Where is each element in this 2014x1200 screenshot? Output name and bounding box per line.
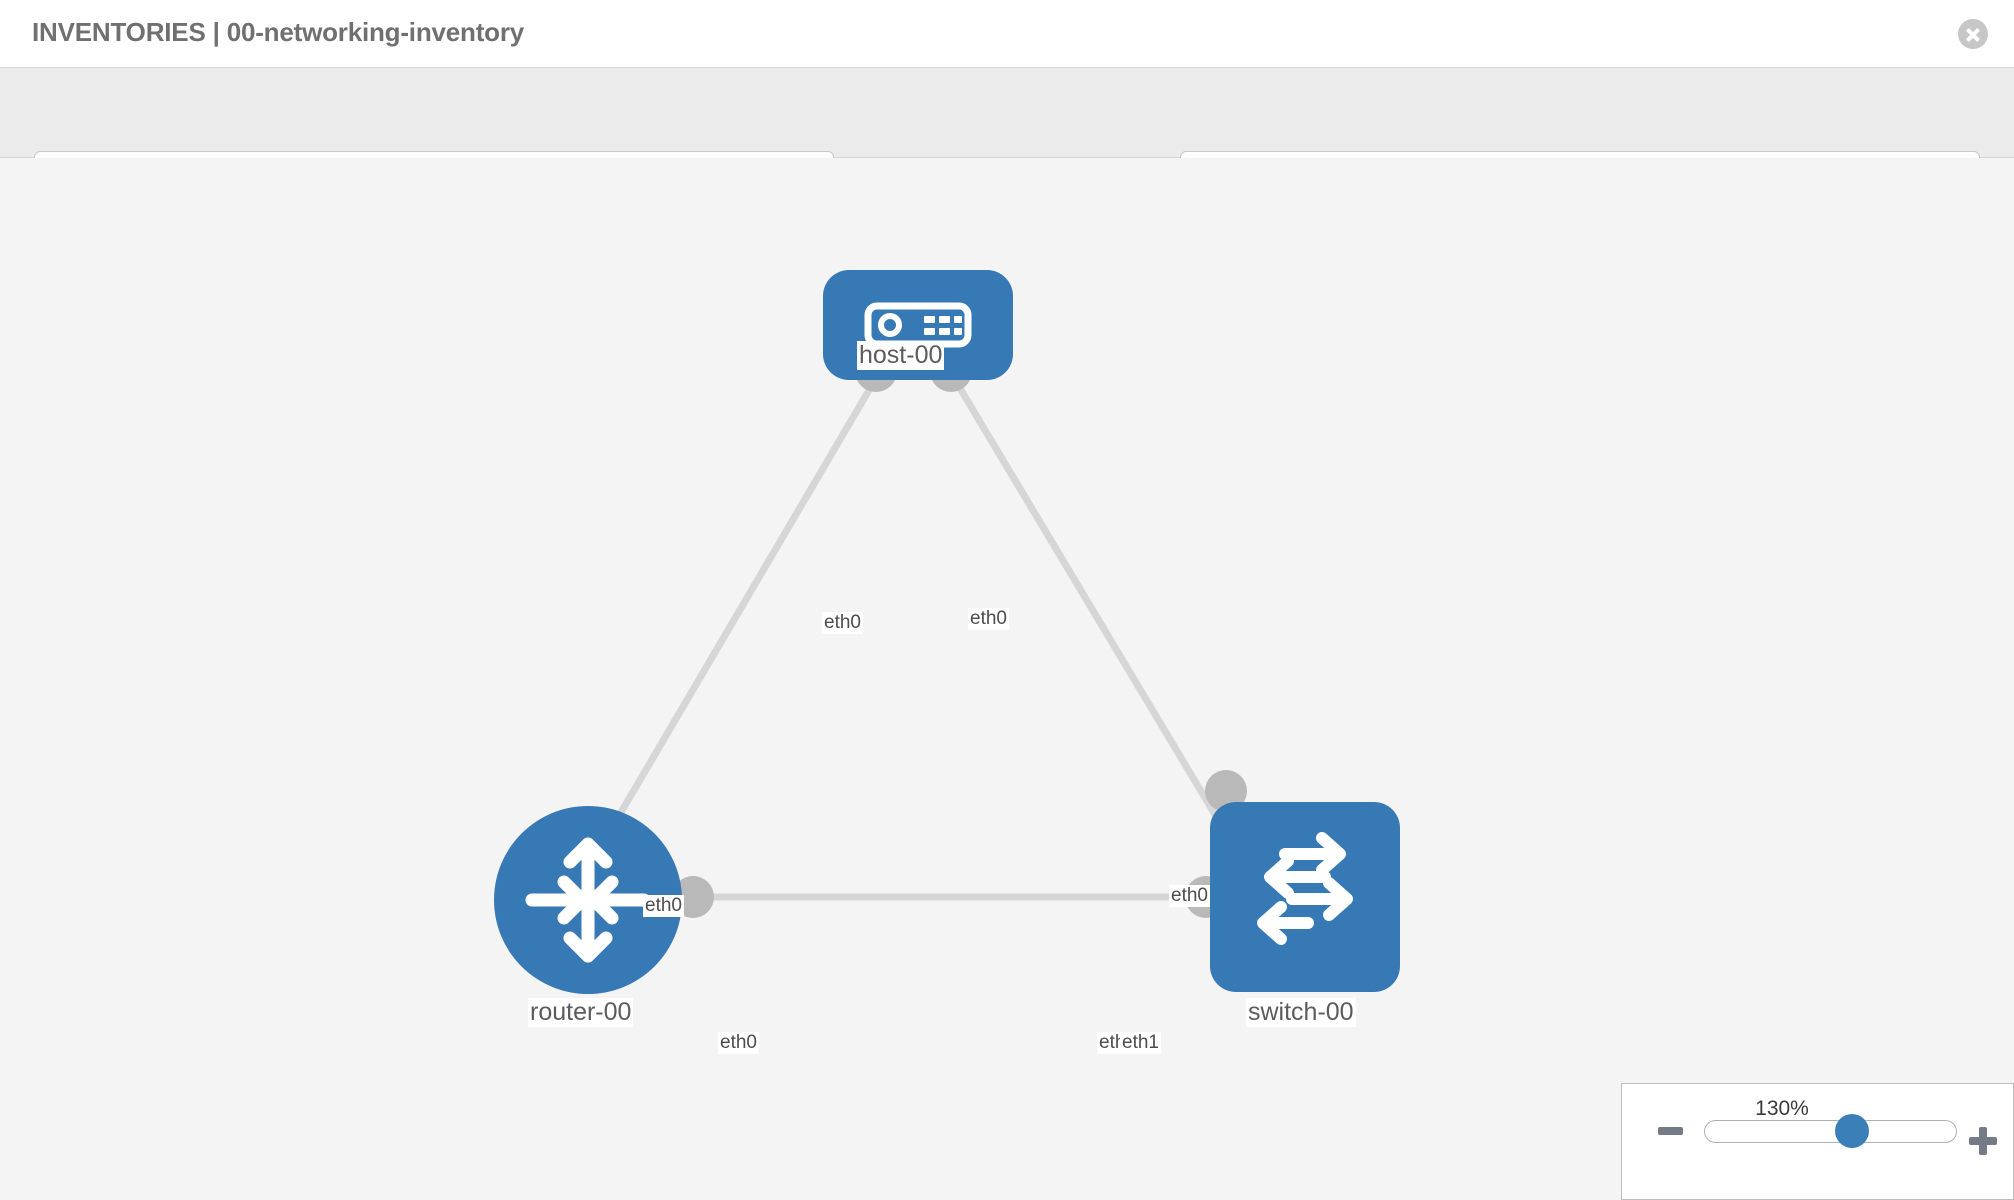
node-host-00-label: host-00 xyxy=(857,341,945,370)
zoom-slider-thumb[interactable] xyxy=(1835,1114,1869,1148)
zoom-level-value: 130% xyxy=(1755,1097,1809,1120)
iface-label-switch-up: eth0 xyxy=(1169,885,1210,907)
node-router-00-label: router-00 xyxy=(528,998,634,1027)
zoom-control: 130% xyxy=(1621,1083,2014,1200)
iface-label-switch-eth1: eth1 xyxy=(1120,1032,1161,1054)
link-host-switch xyxy=(951,378,1239,850)
page-title: INVENTORIES | 00-networking-inventory xyxy=(32,17,525,47)
close-icon[interactable] xyxy=(1958,19,1988,49)
page-header: INVENTORIES | 00-networking-inventory xyxy=(0,0,2014,68)
minus-icon[interactable] xyxy=(1658,1127,1683,1135)
iface-label-host-right: eth0 xyxy=(968,608,1009,630)
toolbar: ACTIONS SEARCH xyxy=(0,68,2014,208)
iface-label-router-up: eth0 xyxy=(643,895,684,917)
topology-canvas[interactable]: host-00 router-00 switch-00 eth0 eth0 et… xyxy=(0,158,2014,1200)
iface-label-router-right: eth0 xyxy=(718,1032,759,1054)
topology-links xyxy=(596,378,1239,901)
iface-label-host-left: eth0 xyxy=(822,612,863,634)
router-arrows-icon xyxy=(525,837,651,963)
plus-icon[interactable] xyxy=(1969,1127,1997,1155)
node-switch-00[interactable] xyxy=(1210,802,1400,992)
switch-arrows-icon xyxy=(1257,832,1353,945)
zoom-slider-track[interactable] xyxy=(1704,1120,1957,1143)
node-switch-00-label: switch-00 xyxy=(1246,998,1356,1027)
server-icon xyxy=(864,302,972,348)
link-host-router xyxy=(596,378,879,850)
